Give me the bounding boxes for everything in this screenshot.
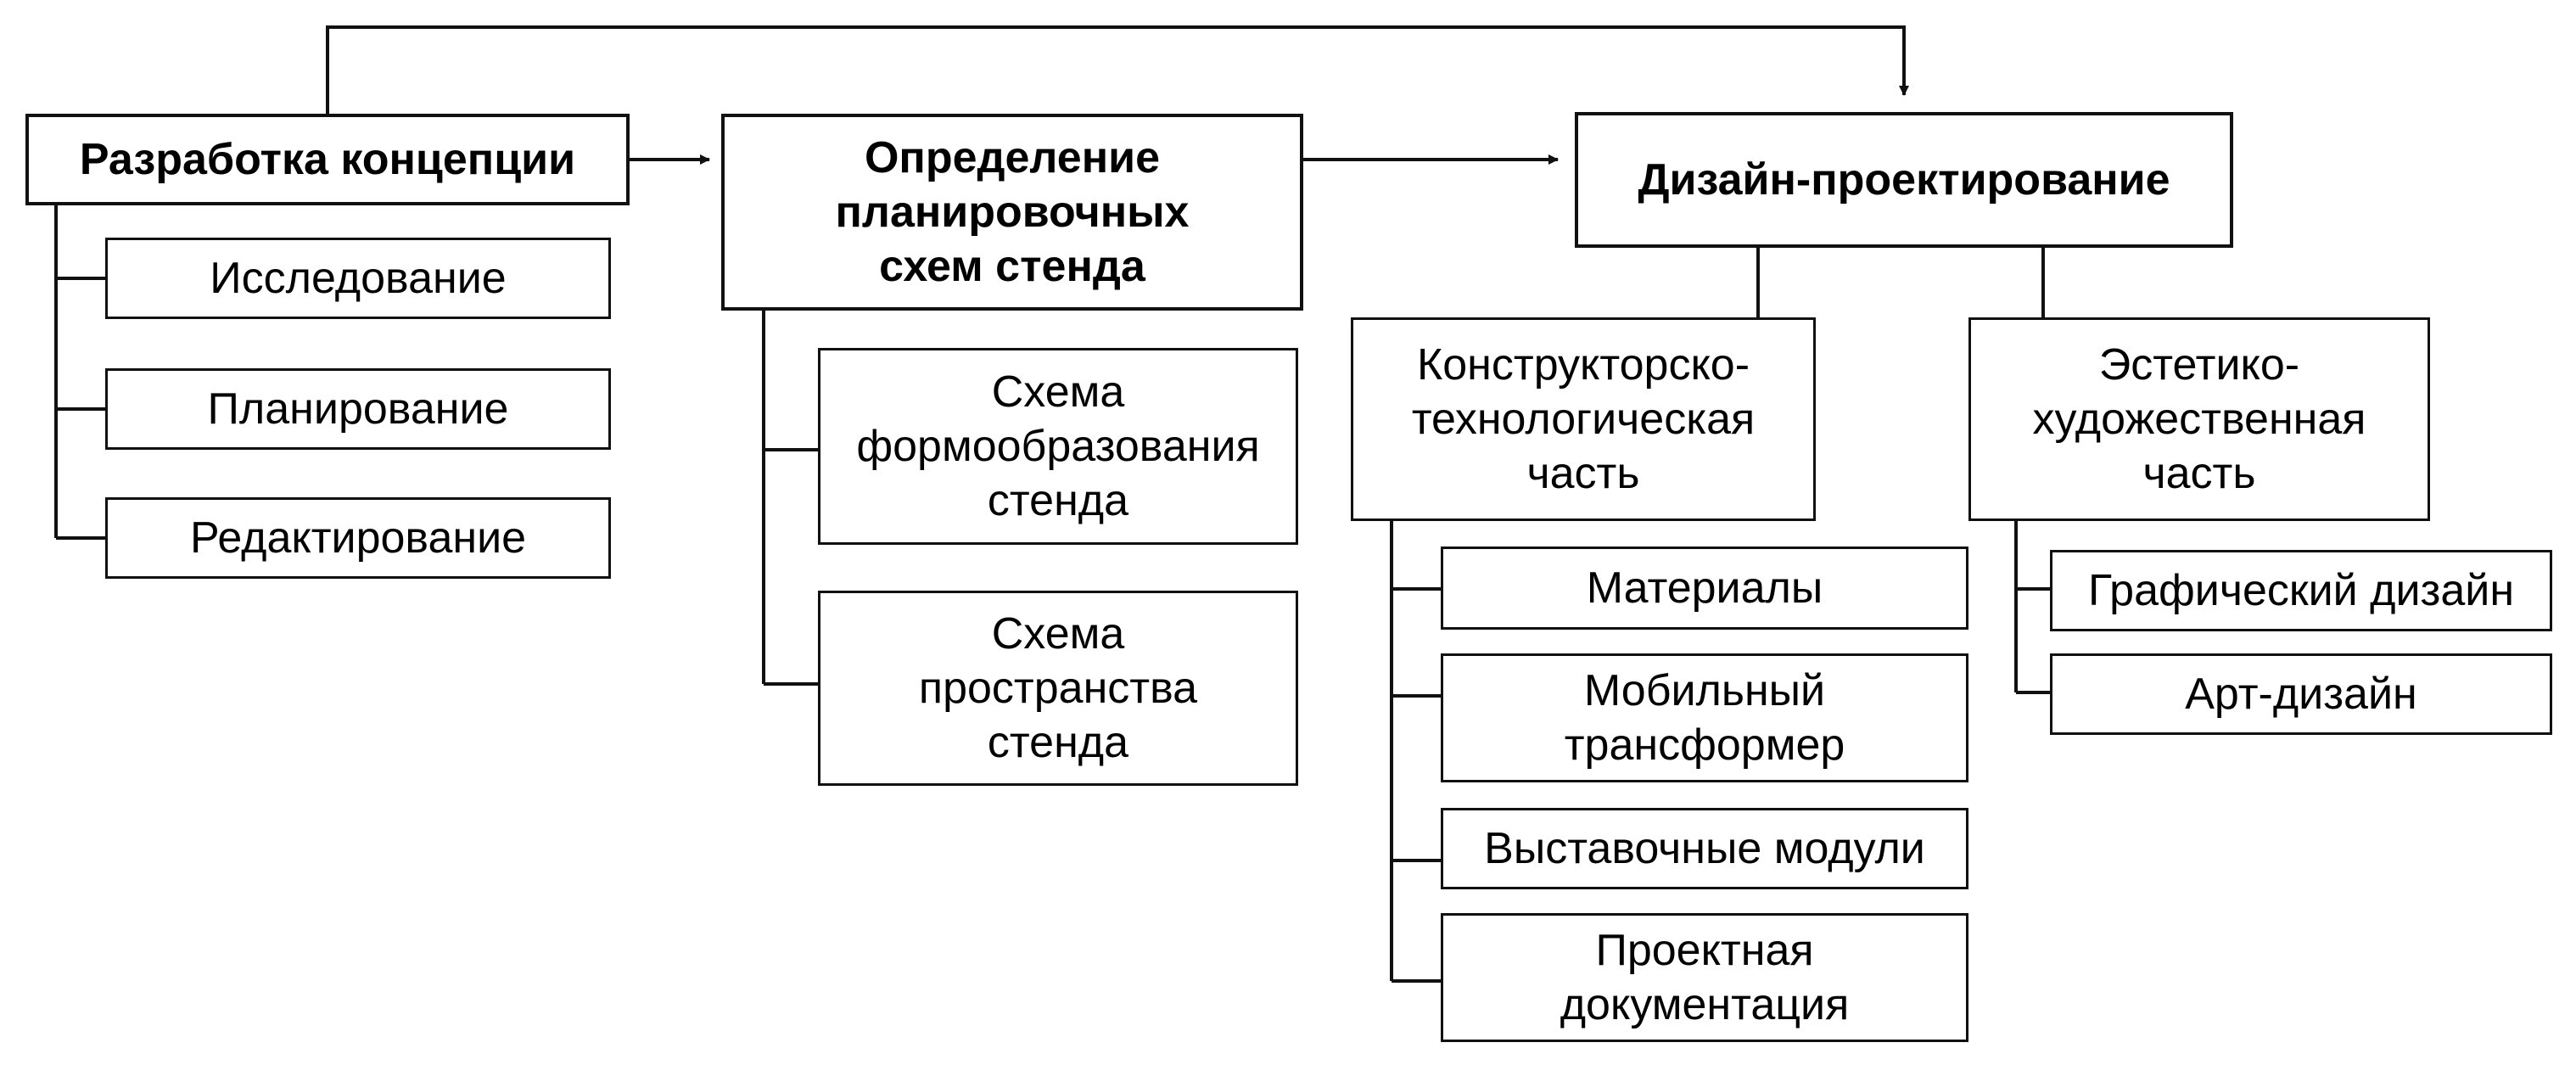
modules-label: Выставочные модули — [1484, 824, 1925, 873]
research-box: Исследование — [105, 238, 611, 319]
engineering-label: Конструкторско- технологическая часть — [1411, 340, 1756, 498]
space-scheme-label: Схема пространства стенда — [918, 609, 1198, 767]
space-scheme-box: Схема пространства стенда — [818, 591, 1298, 786]
editing-box: Редактирование — [105, 497, 611, 579]
layout-schemes-box: Определение планировочных схем стенда — [721, 114, 1303, 311]
graphic-label: Графический дизайн — [2087, 566, 2515, 615]
modules-box: Выставочные модули — [1441, 808, 1968, 889]
design-label: Дизайн-проектирование — [1638, 155, 2170, 205]
aesthetic-box: Эстетико- художественная часть — [1968, 317, 2430, 521]
mobile-box: Мобильный трансформер — [1441, 653, 1968, 782]
mobile-label: Мобильный трансформер — [1564, 666, 1845, 770]
research-label: Исследование — [210, 254, 507, 303]
planning-box: Планирование — [105, 368, 611, 450]
materials-box: Материалы — [1441, 547, 1968, 630]
planning-label: Планирование — [207, 384, 509, 434]
design-box: Дизайн-проектирование — [1575, 112, 2233, 248]
docs-box: Проектная документация — [1441, 913, 1968, 1042]
docs-label: Проектная документация — [1560, 926, 1850, 1029]
concept-box: Разработка концепции — [25, 114, 630, 205]
materials-label: Материалы — [1586, 563, 1823, 613]
form-scheme-label: Схема формообразования стенда — [856, 367, 1260, 525]
layout-schemes-label: Определение планировочных схем стенда — [835, 133, 1190, 291]
art-label: Арт-дизайн — [2185, 670, 2417, 719]
concept-label: Разработка концепции — [79, 135, 576, 184]
top-arrow — [326, 25, 1909, 114]
form-scheme-box: Схема формообразования стенда — [818, 348, 1298, 545]
aesthetic-label: Эстетико- художественная часть — [2032, 340, 2366, 498]
editing-label: Редактирование — [189, 513, 527, 563]
engineering-box: Конструкторско- технологическая часть — [1351, 317, 1816, 521]
art-box: Арт-дизайн — [2050, 653, 2552, 735]
graphic-box: Графический дизайн — [2050, 550, 2552, 631]
